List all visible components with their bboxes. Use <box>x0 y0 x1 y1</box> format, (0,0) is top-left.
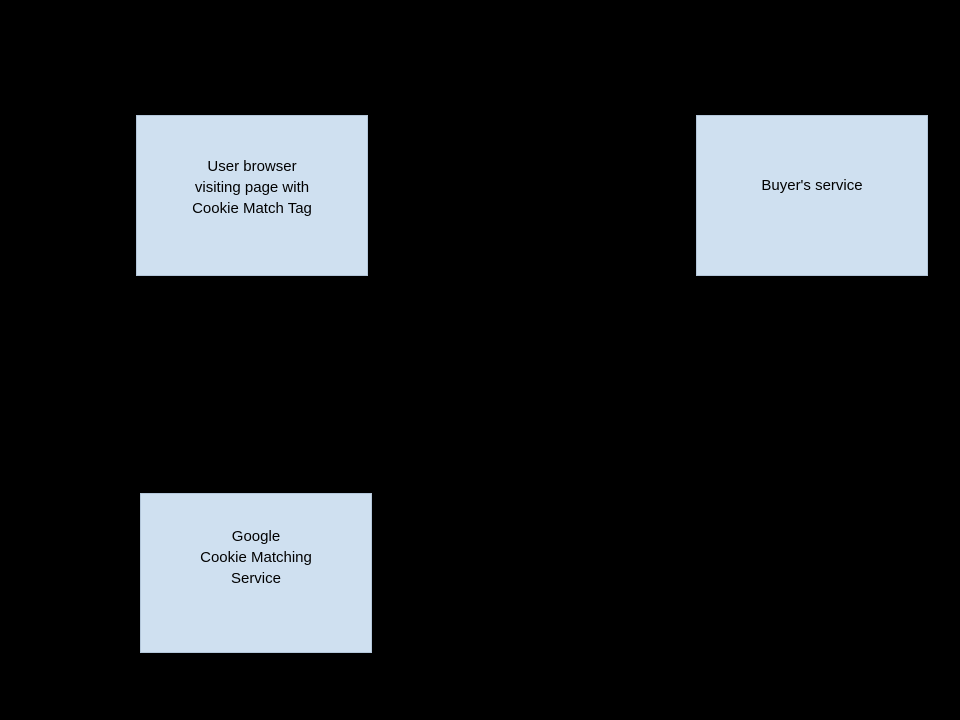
diagram-node-buyers-service[interactable]: Buyer's service <box>696 115 928 276</box>
diagram-node-google-cookie-matching-label: Google Cookie Matching Service <box>200 527 312 587</box>
diagram-node-user-browser-label: User browser visiting page with Cookie M… <box>192 158 312 217</box>
diagram-node-google-cookie-matching[interactable]: Google Cookie Matching Service <box>140 493 372 653</box>
diagram-node-buyers-service-label: Buyer's service <box>761 177 863 194</box>
diagram-node-user-browser[interactable]: User browser visiting page with Cookie M… <box>136 115 368 276</box>
